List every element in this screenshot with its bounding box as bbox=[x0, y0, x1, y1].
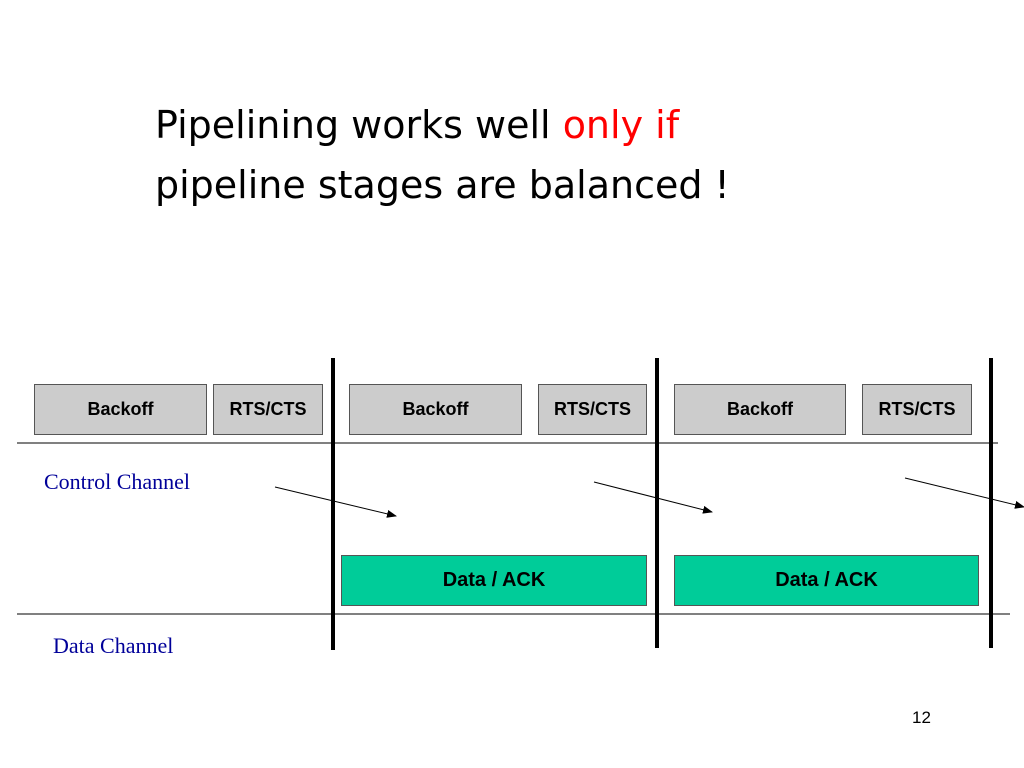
slide-title: Pipelining works well only if pipeline s… bbox=[155, 95, 875, 215]
data-ack-block: Data / ACK bbox=[674, 555, 979, 606]
backoff-block: Backoff bbox=[674, 384, 846, 435]
transition-arrow bbox=[904, 477, 1024, 509]
backoff-block: Backoff bbox=[34, 384, 207, 435]
title-line-1: Pipelining works well only if bbox=[155, 95, 875, 155]
page-number: 12 bbox=[912, 708, 931, 727]
title-prefix: Pipelining works well bbox=[155, 103, 551, 147]
transition-arrow bbox=[593, 481, 713, 514]
rts-cts-block: RTS/CTS bbox=[862, 384, 972, 435]
data-channel-label: Data Channel bbox=[53, 633, 174, 658]
backoff-block: Backoff bbox=[349, 384, 522, 435]
title-line-2: pipeline stages are balanced ! bbox=[155, 163, 730, 207]
transition-arrow bbox=[274, 486, 397, 518]
rts-cts-block: RTS/CTS bbox=[213, 384, 323, 435]
title-emphasis: only if bbox=[562, 103, 680, 147]
rts-cts-block: RTS/CTS bbox=[538, 384, 647, 435]
control-channel-label: Control Channel bbox=[44, 469, 191, 494]
data-ack-block: Data / ACK bbox=[341, 555, 647, 606]
